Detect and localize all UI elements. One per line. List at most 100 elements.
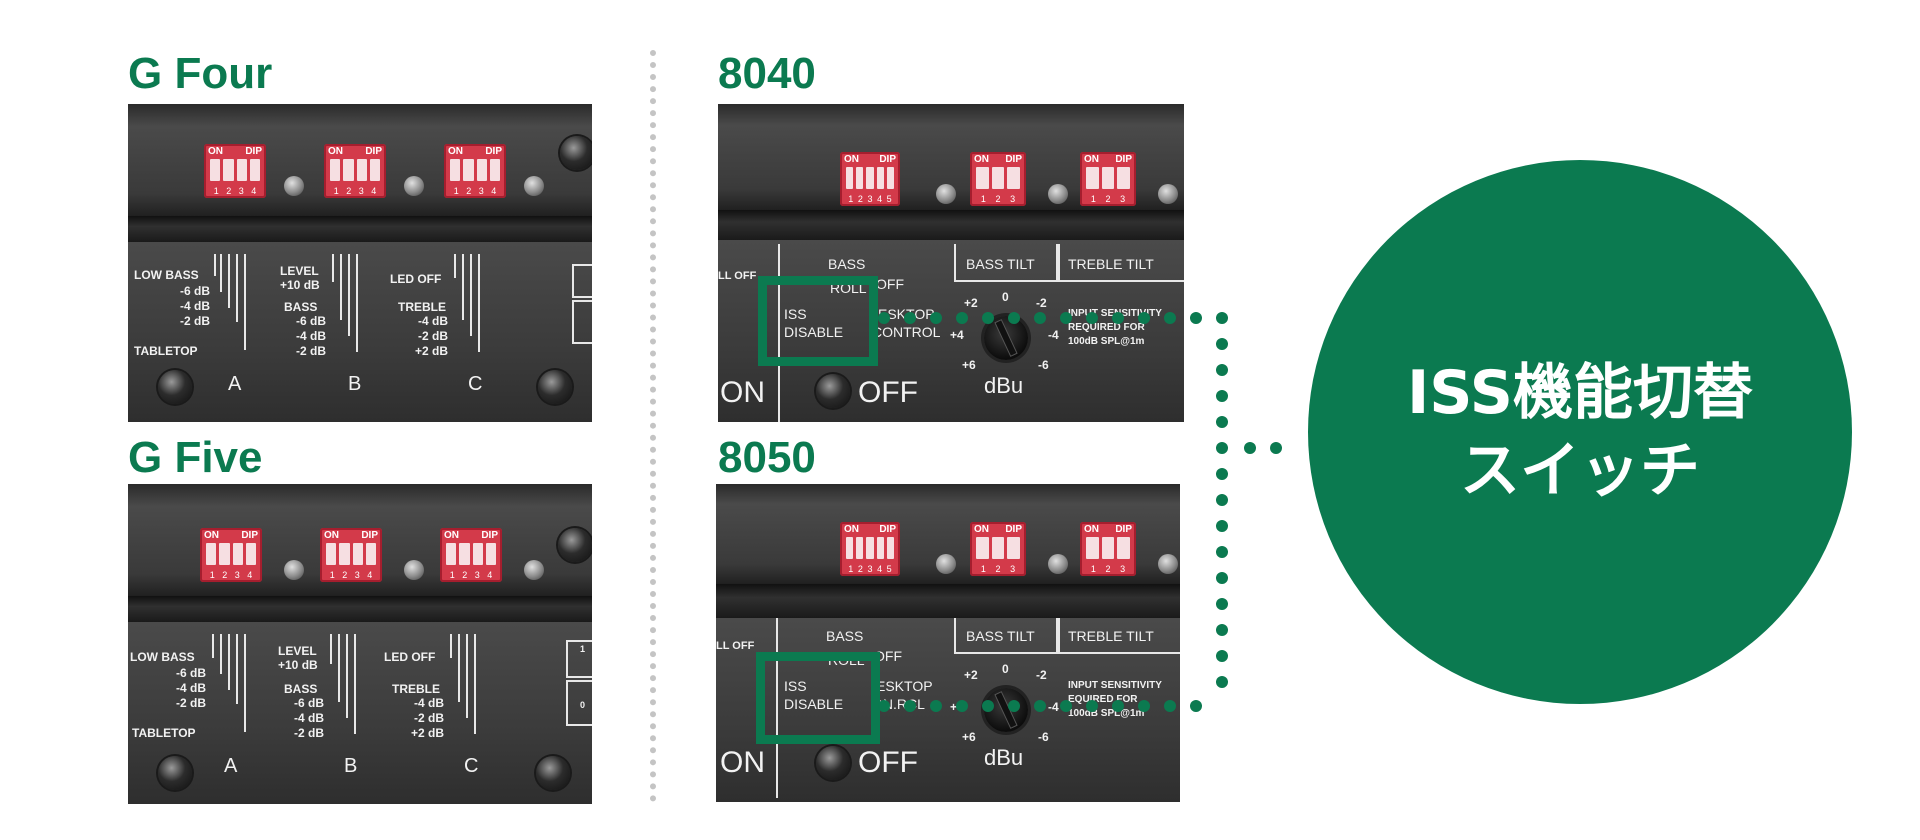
connector-dot <box>930 700 942 712</box>
label-knob-plus6: +6 <box>962 358 976 372</box>
label-knob-minus4: -4 <box>1048 700 1059 714</box>
connector-dot <box>956 312 968 324</box>
label-knob-plus4: +4 <box>950 328 964 342</box>
label-off: OFF <box>874 648 902 664</box>
label-plus10: +10 dB <box>280 278 320 292</box>
screw-icon <box>158 370 192 404</box>
label-a: A <box>224 755 238 777</box>
screw-icon <box>936 184 956 204</box>
connector-dot <box>956 700 968 712</box>
label-iss-1: ISS <box>784 306 807 322</box>
label-knob-minus6: -6 <box>1038 730 1049 744</box>
connector-dot <box>1034 700 1046 712</box>
label-on: ON <box>720 746 765 779</box>
input-sensitivity-knob[interactable] <box>984 316 1028 360</box>
label-sensitivity-1: INPUT SENSITIVITY <box>1068 680 1162 691</box>
label-iss-1: ISS <box>784 678 807 694</box>
screw-icon <box>560 136 592 170</box>
connector-dot <box>1060 312 1072 324</box>
connector-dot <box>1216 468 1228 480</box>
screw-icon <box>936 554 956 574</box>
label-b: B <box>348 373 362 395</box>
label-c-minus2: -2 dB <box>414 711 444 725</box>
connector-dot <box>1216 520 1228 532</box>
screw-icon <box>816 746 850 780</box>
g-four-title: G Four <box>128 49 273 98</box>
label-b-minus4: -4 dB <box>296 329 326 343</box>
connector-dot <box>1060 700 1072 712</box>
label-a-minus6: -6 dB <box>176 666 206 680</box>
label-led-off: LED OFF <box>390 272 442 286</box>
label-b-minus2: -2 dB <box>296 344 326 358</box>
connector-dot <box>1216 494 1228 506</box>
connector-dot <box>1138 700 1150 712</box>
label-iss-2: DISABLE <box>784 324 844 340</box>
label-c-minus2: -2 dB <box>418 329 448 343</box>
label-bass-tilt: BASS TILT <box>966 256 1035 272</box>
label-a-minus2: -2 dB <box>176 696 206 710</box>
connector-dot <box>1216 312 1228 324</box>
connector-dot <box>1216 338 1228 350</box>
label-b-minus2: -2 dB <box>294 726 324 740</box>
screw-icon <box>536 756 570 790</box>
label-off-big: OFF <box>858 746 918 779</box>
model-8040-title: 8040 <box>718 49 816 98</box>
label-b-minus4: -4 dB <box>294 711 324 725</box>
label-knob-minus4: -4 <box>1048 328 1059 342</box>
label-a-minus2: -2 dB <box>180 314 210 328</box>
label-level: LEVEL <box>278 644 317 658</box>
connector-dot <box>904 312 916 324</box>
label-knob-0: 0 <box>1002 290 1009 304</box>
label-all-off: LL OFF <box>718 270 757 282</box>
connector-dot <box>1112 312 1124 324</box>
connector-dot <box>1216 650 1228 662</box>
connector-dot <box>1164 700 1176 712</box>
connector-dot <box>1112 700 1124 712</box>
label-dbu: dBu <box>984 373 1024 398</box>
label-b-minus6: -6 dB <box>294 696 324 710</box>
screw-icon <box>284 176 304 196</box>
connector-dot <box>1138 312 1150 324</box>
label-bass: BASS <box>828 256 866 272</box>
label-on: ON <box>720 376 765 409</box>
connector-dot <box>1270 442 1282 454</box>
label-c-plus2: +2 dB <box>410 726 444 740</box>
label-treble: TREBLE <box>398 300 446 314</box>
label-c-minus4: -4 dB <box>418 314 448 328</box>
label-a: A <box>228 373 242 395</box>
label-level: LEVEL <box>280 264 319 278</box>
label-dbu: dBu <box>984 745 1024 770</box>
iss-callout-circle: ISS機能切替 スイッチ <box>1308 160 1852 704</box>
label-treble-tilt: TREBLE TILT <box>1068 628 1154 644</box>
label-bass: BASS <box>284 682 318 696</box>
connector-dot <box>1086 700 1098 712</box>
label-knob-plus2: +2 <box>964 296 978 310</box>
connector-dot <box>878 700 890 712</box>
label-desktop-1: ESKTOP <box>876 678 933 694</box>
dotted-divider <box>650 50 656 802</box>
connector-dot <box>982 312 994 324</box>
label-knob-plus2: +2 <box>964 668 978 682</box>
connector-dot <box>1216 598 1228 610</box>
label-c: C <box>464 755 479 777</box>
label-bass: BASS <box>826 628 864 644</box>
screw-icon <box>1048 184 1068 204</box>
connector-dot <box>982 700 994 712</box>
connector-dot <box>1216 676 1228 688</box>
connector-dot <box>1216 624 1228 636</box>
model-8050-title: 8050 <box>718 433 816 482</box>
label-knob-minus2: -2 <box>1036 668 1047 682</box>
